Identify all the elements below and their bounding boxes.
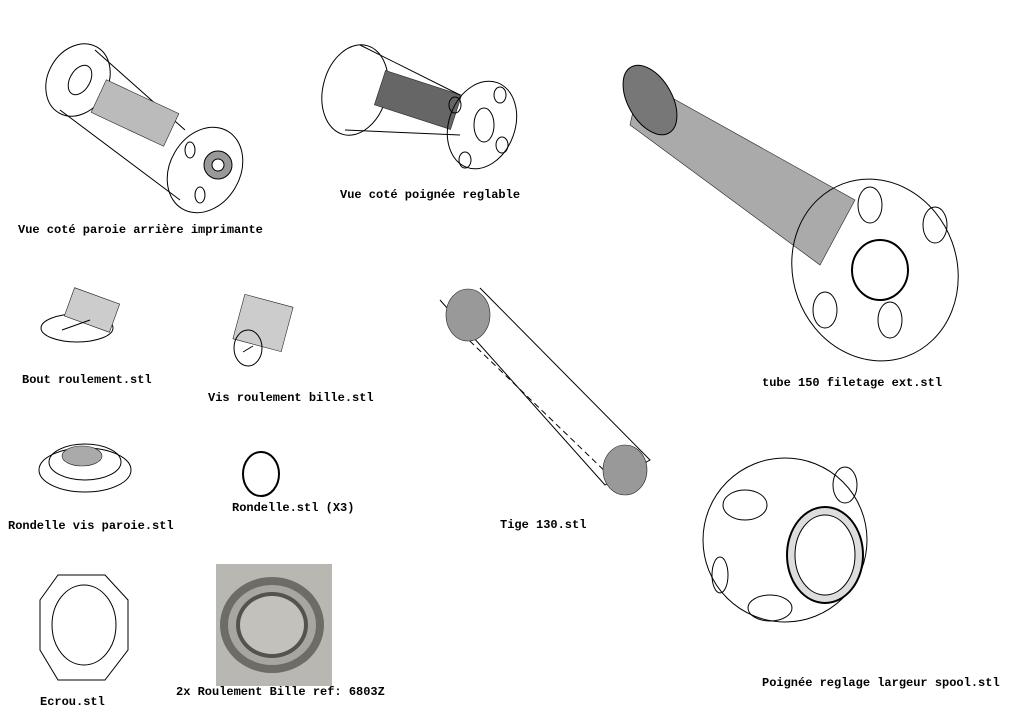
assembly-printer-wall-drawing [45, 43, 244, 214]
label-rod: Tige 130.stl [500, 518, 587, 532]
label-nut: Ecrou.stl [40, 695, 105, 709]
assembly-handle-drawing [321, 44, 518, 170]
label-washer: Rondelle.stl (X3) [232, 501, 355, 515]
bearing-end-drawing [40, 287, 121, 343]
label-bearing-end: Bout roulement.stl [22, 373, 152, 387]
label-bearing-screw: Vis roulement bille.stl [208, 391, 374, 405]
rod-drawing [439, 287, 651, 496]
label-spool-handle: Poignée reglage largeur spool.stl [762, 676, 1000, 690]
spool-handle-drawing [702, 457, 868, 623]
label-tube: tube 150 filetage ext.stl [762, 376, 943, 390]
bearing-screw-drawing [232, 293, 294, 367]
label-wall-washer: Rondelle vis paroie.stl [8, 519, 174, 533]
washer-drawing [242, 451, 280, 497]
label-view-printer-wall: Vue coté paroie arrière imprimante [18, 223, 263, 237]
tube-drawing [622, 64, 959, 362]
bearing-photo [216, 564, 332, 686]
label-view-handle: Vue coté poignée reglable [340, 188, 521, 202]
wall-washer-drawing [38, 443, 132, 493]
label-bearing: 2x Roulement Bille ref: 6803Z [176, 685, 385, 699]
nut-drawing [39, 574, 129, 681]
